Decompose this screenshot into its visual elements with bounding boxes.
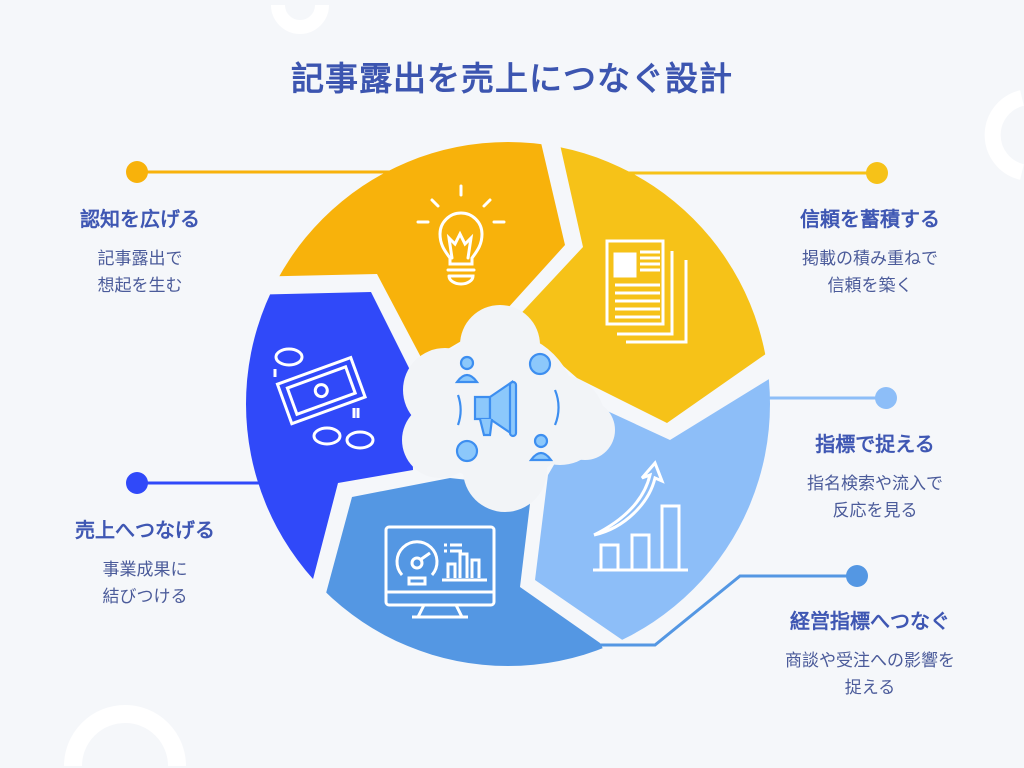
decor-ring <box>984 90 1024 180</box>
lightbulb-icon <box>416 184 506 286</box>
step-metrics-label: 指標で捉える 指名検索や流入で 反応を見る <box>775 428 975 525</box>
newspaper-icon <box>605 239 688 344</box>
money-icon <box>273 347 375 450</box>
step-sales-label: 売上へつなげる 事業成果に 結びつける <box>35 514 255 611</box>
step-trust-label: 信頼を蓄積する 掲載の積み重ねで 信頼を築く <box>760 203 980 300</box>
step-description: 掲載の積み重ねで 信頼を築く <box>802 249 938 296</box>
step-kpi-label: 経営指標へつなぐ 商談や受注への影響を 捉える <box>740 605 1000 702</box>
step-heading: 信頼を蓄積する <box>800 207 940 231</box>
step-description: 指名検索や流入で 反応を見る <box>807 474 943 521</box>
growth-chart-icon <box>593 460 688 572</box>
step-heading: 売上へつなげる <box>75 518 215 542</box>
megaphone-audience-icon <box>454 352 560 463</box>
page-title: 記事露出を売上につなぐ設計 <box>291 59 733 98</box>
connector-lines <box>126 161 897 647</box>
step-awareness-label: 認知を広げる 記事露出で 想起を生む <box>40 203 240 300</box>
step-description: 商談や受注への影響を 捉える <box>785 651 955 698</box>
decor-ring <box>271 4 329 34</box>
step-description: 記事露出で 想起を生む <box>97 249 183 296</box>
step-heading: 指標で捉える <box>815 432 935 456</box>
decor-ring <box>64 705 186 767</box>
dashboard-monitor-icon <box>384 525 496 619</box>
step-heading: 経営指標へつなぐ <box>790 609 950 633</box>
step-description: 事業成果に 結びつける <box>102 560 188 607</box>
step-heading: 認知を広げる <box>80 207 200 231</box>
